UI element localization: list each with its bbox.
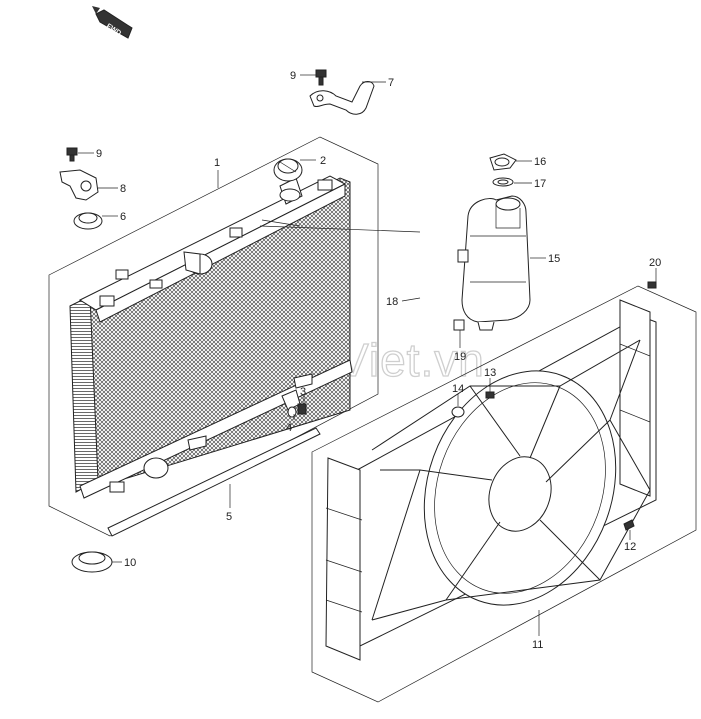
callout-20: 20: [649, 257, 661, 269]
bolt-20: [647, 281, 657, 289]
callout-7: 7: [388, 77, 394, 89]
drain-plug: [297, 403, 307, 415]
reservoir-tank: [457, 195, 531, 331]
radiator-core: [69, 175, 353, 499]
fan-shroud: [325, 299, 657, 661]
callout-18: 18: [386, 296, 398, 308]
radiator-group-outline: [48, 136, 379, 537]
hose-clamp: [453, 319, 465, 331]
leader-lines: [78, 74, 657, 636]
callout-13: 13: [484, 367, 496, 379]
fwd-arrow-badge: FWD: [92, 6, 133, 39]
bolt-13: [485, 391, 495, 399]
radiator-cap: [273, 158, 303, 182]
callout-2: 2: [320, 155, 326, 167]
callout-12: 12: [624, 541, 636, 553]
bracket-left: [59, 169, 99, 201]
callout-16: 16: [534, 156, 546, 168]
callout-14: 14: [452, 383, 464, 395]
overflow-hose: [379, 229, 456, 336]
bolt-left: [66, 147, 78, 162]
callout-9-top: 9: [290, 70, 296, 82]
screw-12: [623, 519, 635, 531]
callout-10: 10: [124, 557, 136, 569]
grommet-lower: [71, 551, 113, 573]
callout-15: 15: [548, 253, 560, 265]
grommet-upper: [73, 212, 103, 230]
callout-3: 3: [300, 386, 306, 398]
seal-strip: [107, 427, 321, 537]
callout-9-left: 9: [96, 148, 102, 160]
fan-shroud-group-outline: [311, 285, 697, 703]
washer-14: [451, 406, 465, 418]
callout-8: 8: [120, 183, 126, 195]
callout-19: 19: [454, 351, 466, 363]
o-ring: [287, 406, 297, 418]
callout-1: 1: [214, 157, 220, 169]
callout-17: 17: [534, 178, 546, 190]
upper-bracket: [309, 81, 375, 115]
reservoir-seal: [492, 177, 514, 187]
callout-11: 11: [532, 639, 543, 651]
callout-6: 6: [120, 211, 126, 223]
bolt-top: [315, 69, 327, 86]
reservoir-cap: [489, 153, 517, 171]
callout-4: 4: [286, 422, 292, 434]
callout-5: 5: [226, 511, 232, 523]
